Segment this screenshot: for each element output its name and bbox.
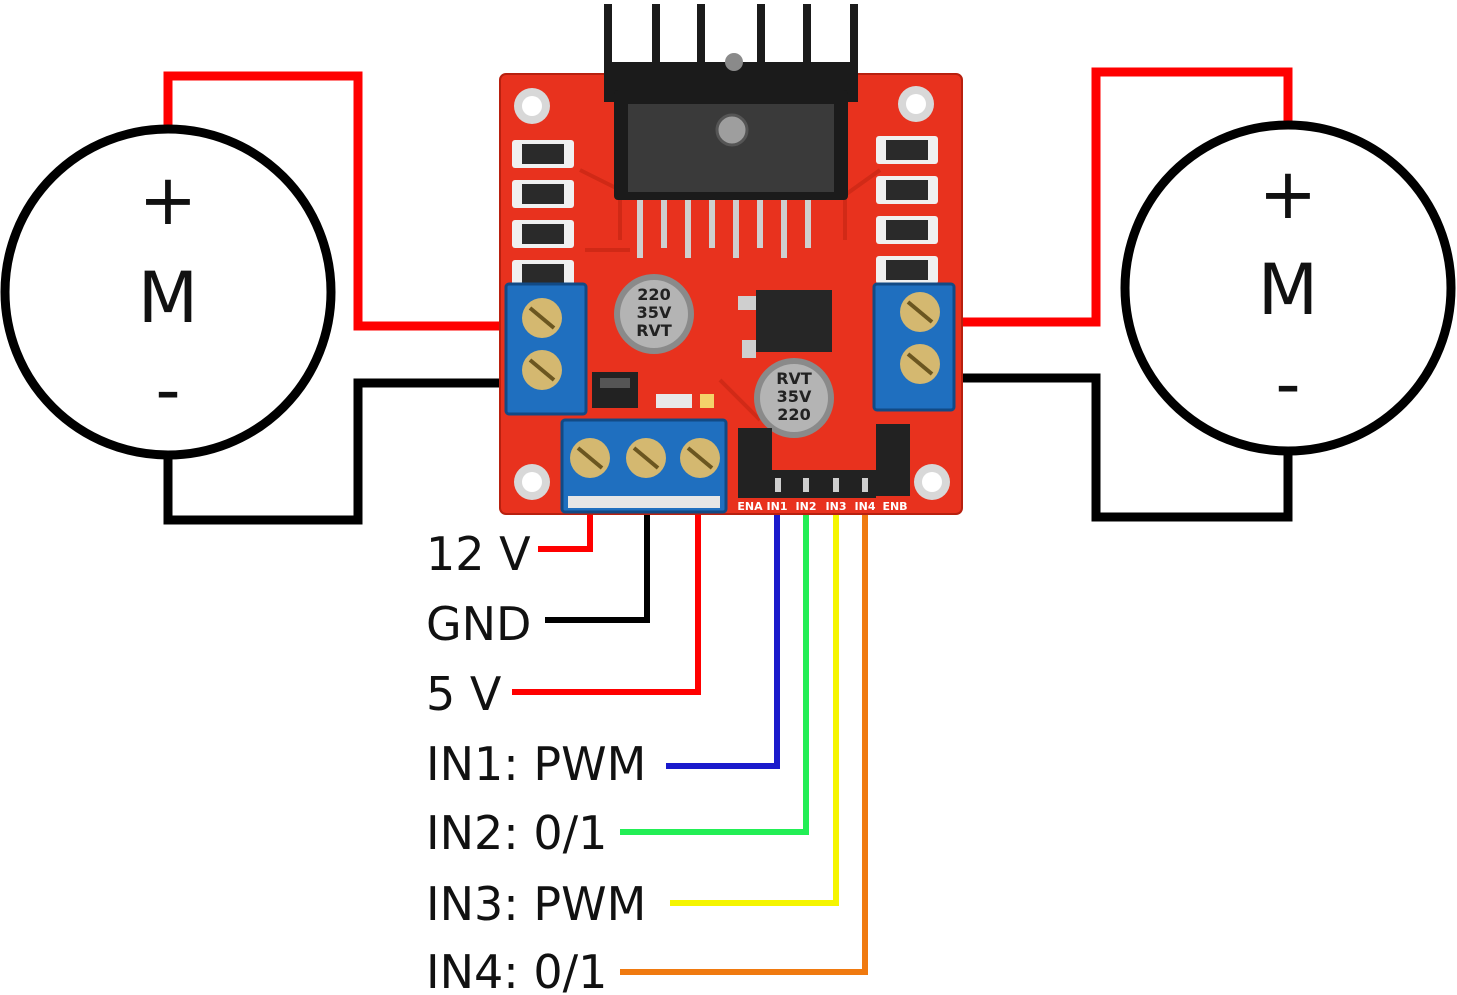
wire-in2: [620, 500, 809, 835]
right-motor-wires: [950, 67, 1293, 522]
pin-label-enb: ENB: [882, 500, 907, 513]
wire-in3: [670, 500, 839, 906]
label-in4: IN4: 0/1: [426, 945, 607, 995]
motor-right-minus: -: [1275, 343, 1300, 425]
label-5v: 5 V: [426, 667, 502, 721]
label-12v: 12 V: [426, 527, 531, 581]
led: [700, 394, 714, 408]
pin-label-ena: ENA: [737, 500, 763, 513]
terminal-power: [560, 418, 728, 514]
motor-right-body: [1120, 120, 1456, 456]
wire-5v: [512, 508, 701, 695]
diodes-right: [876, 136, 938, 284]
capacitor-1-text: 220: [637, 285, 670, 304]
right-motor-positive-wire: [950, 67, 1293, 327]
voltage-regulator: [738, 290, 832, 358]
capacitor-1-brand: RVT: [636, 321, 672, 340]
top-screw-icon: [725, 53, 743, 71]
motor-right: + M -: [1120, 120, 1456, 456]
label-in3: IN3: PWM: [426, 877, 646, 931]
capacitor-1: 220 35V RVT: [614, 274, 694, 354]
control-header: [738, 424, 910, 498]
pin-label-in1: IN1: [767, 500, 788, 513]
signal-wires: [512, 500, 868, 975]
label-gnd: GND: [426, 597, 531, 651]
capacitor-2-brand: RVT: [776, 369, 812, 388]
left-motor-negative-wire: [163, 378, 510, 525]
motor-left-plus: +: [139, 159, 198, 241]
pin-label-in2: IN2: [796, 500, 817, 513]
mounting-holes: [514, 86, 950, 500]
pin-label-in4: IN4: [855, 500, 876, 513]
motor-right-plus: +: [1259, 153, 1318, 235]
chip-legs: [637, 200, 811, 258]
label-in2: IN2: 0/1: [426, 806, 607, 860]
wire-gnd: [545, 508, 650, 623]
left-motor-positive-wire: [163, 71, 510, 331]
pin-labels: ENA IN1 IN2 IN3 IN4 ENB: [737, 500, 907, 513]
resistor: [656, 394, 692, 408]
motor-left-body: [0, 124, 336, 460]
left-motor-wires: [163, 71, 510, 525]
heatsink-screw: [715, 113, 749, 147]
wire-in1: [666, 500, 780, 769]
motor-left-symbol: M: [138, 257, 198, 339]
capacitor-2-text: 220: [777, 405, 810, 424]
capacitor-2: RVT 35V 220: [754, 358, 834, 438]
motor-left: + M -: [0, 124, 336, 460]
motor-left-minus: -: [155, 349, 180, 431]
capacitor-2-voltage: 35V: [777, 387, 812, 406]
capacitor-1-voltage: 35V: [637, 303, 672, 322]
terminal-left: [504, 282, 588, 416]
l298n-board: 220 35V RVT RVT 35V 220: [499, 4, 963, 515]
motor-right-symbol: M: [1258, 249, 1318, 331]
jumper-5v: [592, 372, 638, 408]
pin-label-in3: IN3: [826, 500, 847, 513]
wire-in4: [620, 500, 868, 975]
right-motor-negative-wire: [950, 373, 1293, 522]
connection-labels: 12 V GND 5 V IN1: PWM IN2: 0/1 IN3: PWM …: [426, 527, 646, 995]
label-in1: IN1: PWM: [426, 737, 646, 791]
terminal-right: [872, 282, 956, 412]
diodes-left: [512, 140, 574, 288]
wire-12v: [538, 508, 593, 552]
